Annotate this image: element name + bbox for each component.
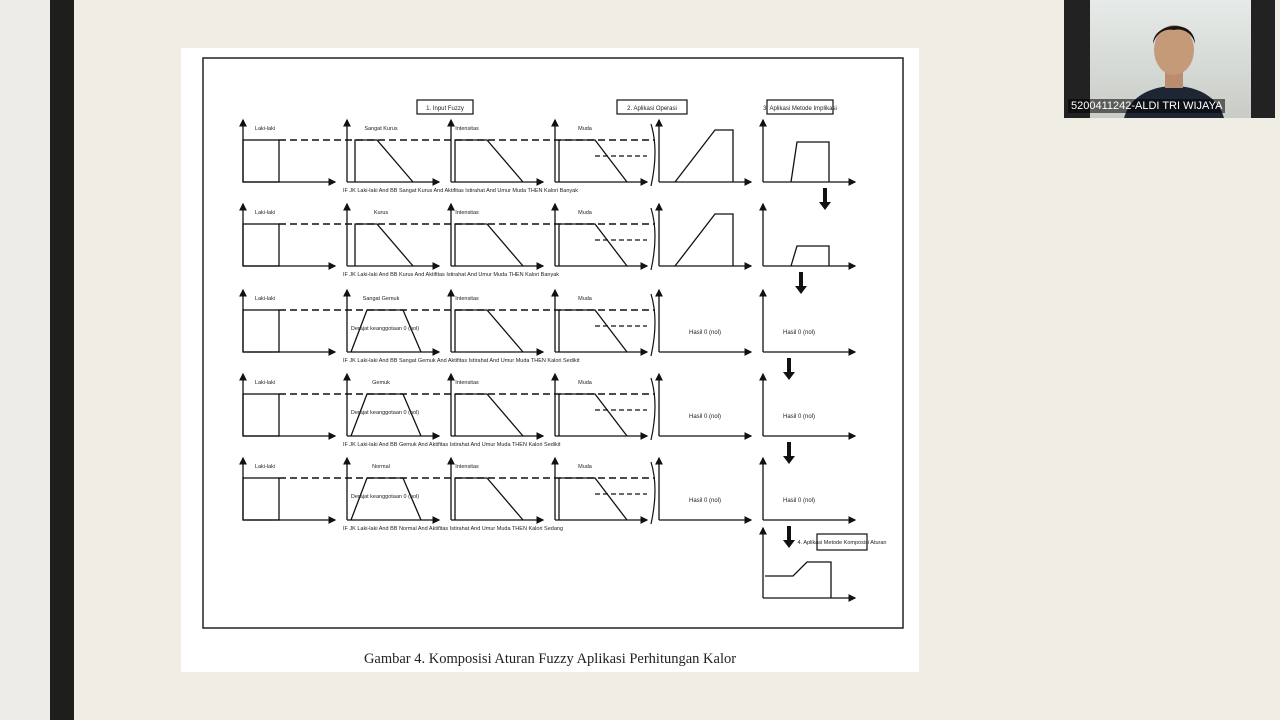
composition-header-label: 4. Aplikasi Metode Komposisi Aturan bbox=[798, 540, 887, 546]
output-result-text: Hasil 0 (nol) bbox=[689, 330, 721, 336]
composition-curve bbox=[765, 561, 832, 598]
jk-label: Laki-laki bbox=[255, 464, 275, 470]
flow-arrow-down bbox=[783, 358, 795, 380]
bb-membership-curve bbox=[354, 139, 414, 183]
bb-inner-note: Derajat keanggotaan 0 (nol) bbox=[351, 326, 419, 332]
flow-arrow-down bbox=[795, 272, 807, 294]
implication-clipped-curve bbox=[790, 245, 830, 267]
bb-label: Normal bbox=[372, 464, 390, 470]
bb-inner-note: Derajat keanggotaan 0 (nol) bbox=[351, 410, 419, 416]
stage-header-label: 2. Aplikasi Operasi bbox=[627, 106, 677, 112]
implication-result-text: Hasil 0 (nol) bbox=[783, 498, 815, 504]
rule-bracket bbox=[650, 293, 656, 357]
output-membership-curve bbox=[674, 129, 734, 183]
jk-membership-box bbox=[242, 393, 280, 437]
aktifitas-membership-curve bbox=[454, 223, 524, 267]
bb-label: Kurus bbox=[374, 210, 389, 216]
aktifitas-membership-curve bbox=[454, 393, 524, 437]
bb-label: Sangat Gemuk bbox=[363, 296, 400, 302]
aktifitas-label: Intensitas bbox=[455, 210, 479, 216]
umur-label: Muda bbox=[578, 296, 593, 302]
aktifitas-label: Intensitas bbox=[455, 126, 479, 132]
umur-label: Muda bbox=[578, 464, 593, 470]
figure-frame bbox=[202, 57, 904, 629]
rule-text: IF JK Laki-laki And BB Kurus And Aktifit… bbox=[343, 272, 559, 278]
umur-membership-curve bbox=[558, 139, 628, 183]
stage-header-box bbox=[766, 99, 834, 115]
rule-text: IF JK Laki-laki And BB Normal And Aktifi… bbox=[343, 526, 563, 532]
bb-membership-curve bbox=[354, 223, 414, 267]
output-result-text: Hasil 0 (nol) bbox=[689, 498, 721, 504]
rule-bracket bbox=[650, 461, 656, 525]
stage-header-box bbox=[416, 99, 474, 115]
participant-video-tile[interactable]: 5200411242-ALDI TRI WIJAYA bbox=[1064, 0, 1275, 118]
rule-bracket bbox=[650, 123, 656, 187]
jk-label: Laki-laki bbox=[255, 210, 275, 216]
window-left-margin bbox=[0, 0, 50, 720]
jk-label: Laki-laki bbox=[255, 126, 275, 132]
jk-membership-box bbox=[242, 139, 280, 183]
jk-membership-box bbox=[242, 309, 280, 353]
stage-header-box bbox=[616, 99, 688, 115]
figure-caption: Gambar 4. Komposisi Aturan Fuzzy Aplikas… bbox=[363, 651, 737, 667]
umur-membership-curve bbox=[558, 393, 628, 437]
implication-result-text: Hasil 0 (nol) bbox=[783, 414, 815, 420]
output-result-text: Hasil 0 (nol) bbox=[689, 414, 721, 420]
jk-membership-box bbox=[242, 223, 280, 267]
aktifitas-membership-curve bbox=[454, 477, 524, 521]
umur-membership-curve bbox=[558, 309, 628, 353]
implication-clipped-curve bbox=[790, 141, 830, 183]
rule-text: IF JK Laki-laki And BB Sangat Kurus And … bbox=[343, 188, 578, 194]
presentation-slide: 1. Input Fuzzy 2. Aplikasi Operasi 3. Apli… bbox=[181, 48, 919, 672]
slide-dark-sidebar bbox=[50, 0, 74, 720]
umur-label: Muda bbox=[578, 126, 593, 132]
aktifitas-label: Intensitas bbox=[455, 296, 479, 302]
umur-label: Muda bbox=[578, 380, 593, 386]
jk-label: Laki-laki bbox=[255, 296, 275, 302]
jk-membership-box bbox=[242, 477, 280, 521]
stage-header-label: 3. Aplikasi Metode Implikasi bbox=[763, 106, 837, 112]
flow-arrow-down bbox=[819, 188, 831, 210]
aktifitas-membership-curve bbox=[454, 139, 524, 183]
fuzzy-rule-diagram: 1. Input Fuzzy 2. Aplikasi Operasi 3. Apli… bbox=[202, 57, 904, 629]
umur-membership-curve bbox=[558, 477, 628, 521]
bb-label: Sangat Kurus bbox=[364, 126, 398, 132]
rule-text: IF JK Laki-laki And BB Sangat Gemuk And … bbox=[343, 358, 580, 364]
bb-label: Gemuk bbox=[372, 380, 390, 386]
flow-arrow-down bbox=[783, 526, 795, 548]
output-membership-curve bbox=[674, 213, 734, 267]
jk-label: Laki-laki bbox=[255, 380, 275, 386]
flow-arrow-down bbox=[783, 442, 795, 464]
rule-text: IF JK Laki-laki And BB Gemuk And Aktifit… bbox=[343, 442, 561, 448]
implication-result-text: Hasil 0 (nol) bbox=[783, 330, 815, 336]
aktifitas-membership-curve bbox=[454, 309, 524, 353]
composition-header-box bbox=[816, 533, 868, 551]
aktifitas-label: Intensitas bbox=[455, 380, 479, 386]
aktifitas-label: Intensitas bbox=[455, 464, 479, 470]
bb-inner-note: Derajat keanggotaan 0 (nol) bbox=[351, 494, 419, 500]
rule-bracket bbox=[650, 377, 656, 441]
umur-label: Muda bbox=[578, 210, 593, 216]
umur-membership-curve bbox=[558, 223, 628, 267]
rule-bracket bbox=[650, 207, 656, 271]
participant-name-label: 5200411242-ALDI TRI WIJAYA bbox=[1068, 99, 1226, 113]
stage-header-label: 1. Input Fuzzy bbox=[426, 106, 464, 112]
